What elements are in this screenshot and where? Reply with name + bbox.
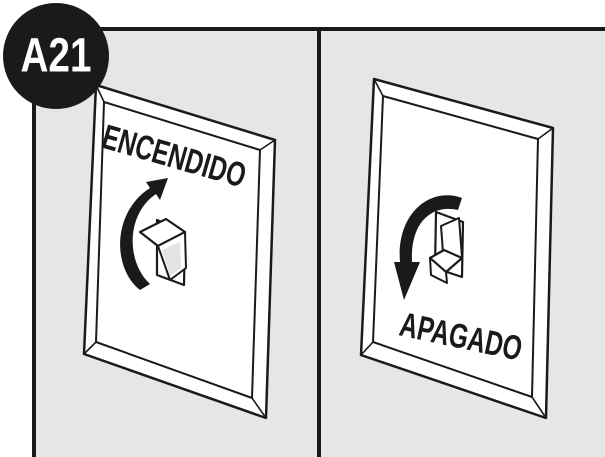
figure-badge: A21 <box>3 3 109 109</box>
right-toggle-switch-icon <box>430 212 463 283</box>
badge-label: A21 <box>20 28 91 82</box>
